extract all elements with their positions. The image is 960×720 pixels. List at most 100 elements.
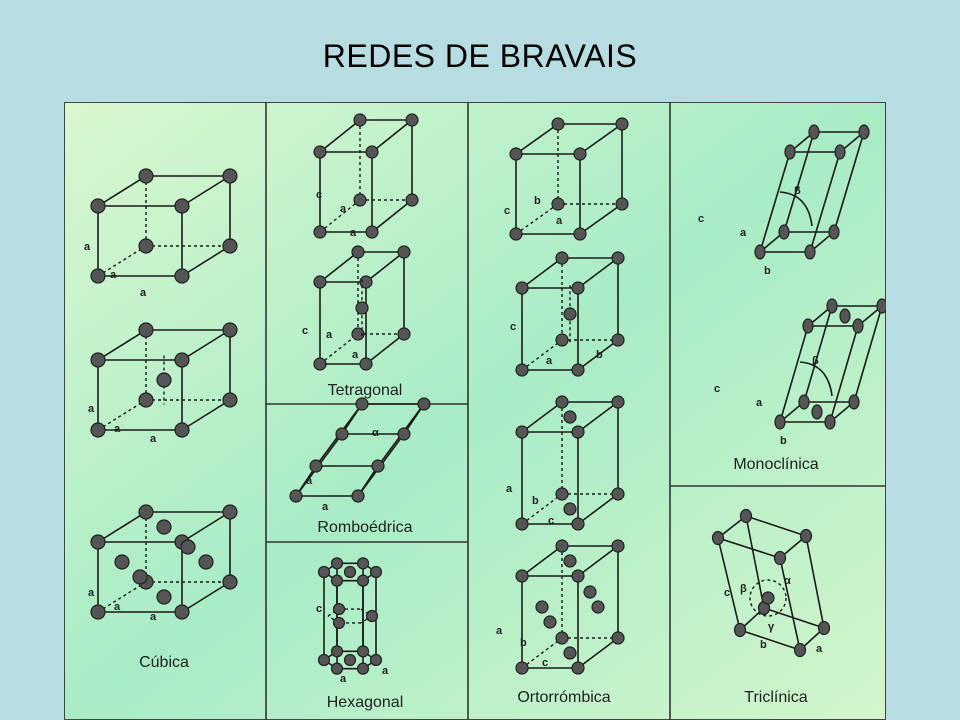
lattice-atom	[515, 363, 529, 377]
lattice-atom	[555, 487, 569, 501]
face-center-atom	[198, 554, 214, 570]
lattice-atom	[773, 550, 787, 566]
face-center-atom	[543, 615, 557, 629]
lattice-atom	[138, 168, 154, 184]
lattice-atom	[551, 197, 565, 211]
lattice-atom	[356, 557, 370, 570]
lattice-atom	[611, 631, 625, 645]
orthorhombic-base-centered-cell	[515, 395, 625, 531]
lattice-atom	[351, 489, 365, 503]
orthorhombic-face-centered-cell	[515, 539, 625, 675]
lattice-atom	[793, 642, 807, 658]
lattice-atom	[571, 661, 585, 675]
lattice-atom	[90, 604, 106, 620]
lattice-atom	[555, 251, 569, 265]
lattice-atom	[802, 318, 814, 334]
caption-rhombohedral: Romboédrica	[317, 519, 412, 536]
lattice-atom	[356, 662, 370, 675]
lattice-atom	[138, 238, 154, 254]
axis-label: c	[698, 213, 704, 225]
lattice-atom	[222, 574, 238, 590]
base-center-atom	[563, 502, 577, 516]
face-center-atom	[156, 519, 172, 535]
lattice-atom	[571, 569, 585, 583]
interior-atom	[365, 609, 379, 623]
lattice-atom	[90, 198, 106, 214]
lattice-atom	[90, 352, 106, 368]
axis-label: c	[542, 657, 548, 669]
lattice-atom	[858, 124, 870, 140]
panel-dividers	[265, 102, 886, 720]
lattice-atom	[356, 645, 370, 658]
lattice-atom	[174, 198, 190, 214]
hexagonal-cell	[317, 557, 383, 675]
lattice-atom	[397, 245, 411, 259]
face-center-atom	[563, 646, 577, 660]
lattice-atom	[309, 459, 323, 473]
axis-label: a	[88, 403, 95, 415]
lattice-atom	[222, 322, 238, 338]
axis-label: a	[556, 215, 563, 227]
axis-label: c	[510, 321, 516, 333]
lattice-atom	[222, 504, 238, 520]
axis-label: a	[340, 673, 347, 685]
orthorhombic-simple-cell	[509, 117, 629, 241]
axis-label: b	[760, 639, 767, 651]
lattice-atom	[330, 557, 344, 570]
lattice-atom	[808, 124, 820, 140]
lattice-atom	[571, 363, 585, 377]
lattice-atom	[138, 504, 154, 520]
lattice-atom	[571, 517, 585, 531]
lattice-atom	[317, 653, 331, 667]
lattice-atom	[335, 427, 349, 441]
lattice-atom	[615, 117, 629, 131]
lattice-atom	[611, 333, 625, 347]
axis-label: a	[88, 587, 95, 599]
lattice-atom	[515, 425, 529, 439]
axis-label: b	[764, 265, 771, 277]
body-center-atom	[563, 307, 577, 321]
caption-cubic: Cúbica	[139, 654, 189, 671]
lattice-atom	[551, 117, 565, 131]
tetragonal-simple-cell	[313, 113, 419, 239]
axis-label: b	[532, 495, 539, 507]
base-center-atom	[839, 308, 851, 324]
lattice-atom	[555, 539, 569, 553]
caption-hexagonal: Hexagonal	[327, 694, 404, 711]
axis-label: c	[714, 383, 720, 395]
lattice-atom	[359, 275, 373, 289]
lattice-atom	[515, 281, 529, 295]
lattice-atom	[90, 268, 106, 284]
lattice-atom	[876, 298, 886, 314]
lattice-atom	[754, 244, 766, 260]
axis-label: a	[756, 397, 763, 409]
lattice-atom	[313, 225, 327, 239]
axis-label: c	[504, 205, 510, 217]
lattice-atom	[509, 227, 523, 241]
axis-label: a	[740, 227, 747, 239]
lattice-atom	[365, 225, 379, 239]
lattice-atom	[417, 397, 431, 411]
axis-label: a	[306, 475, 313, 487]
face-center-atom	[563, 554, 577, 568]
caption-monoclinic: Monoclínica	[733, 456, 818, 473]
axis-label: a	[546, 355, 553, 367]
lattice-atom	[369, 653, 383, 667]
lattice-atom	[353, 193, 367, 207]
rhombohedral-cell	[289, 397, 431, 503]
lattice-atom	[222, 392, 238, 408]
axis-label: b	[596, 349, 603, 361]
lattice-atom	[90, 534, 106, 550]
lattice-atom	[828, 224, 840, 240]
lattice-atom	[353, 113, 367, 127]
axis-label: a	[114, 601, 121, 613]
face-center-atom	[156, 589, 172, 605]
lattice-atom	[313, 145, 327, 159]
lattice-atom	[739, 508, 753, 524]
axis-label: β	[794, 185, 801, 197]
axis-label: β	[740, 583, 747, 595]
page-title: REDES DE BRAVAIS	[322, 38, 638, 74]
lattice-atom	[222, 238, 238, 254]
lattice-atom	[515, 569, 529, 583]
